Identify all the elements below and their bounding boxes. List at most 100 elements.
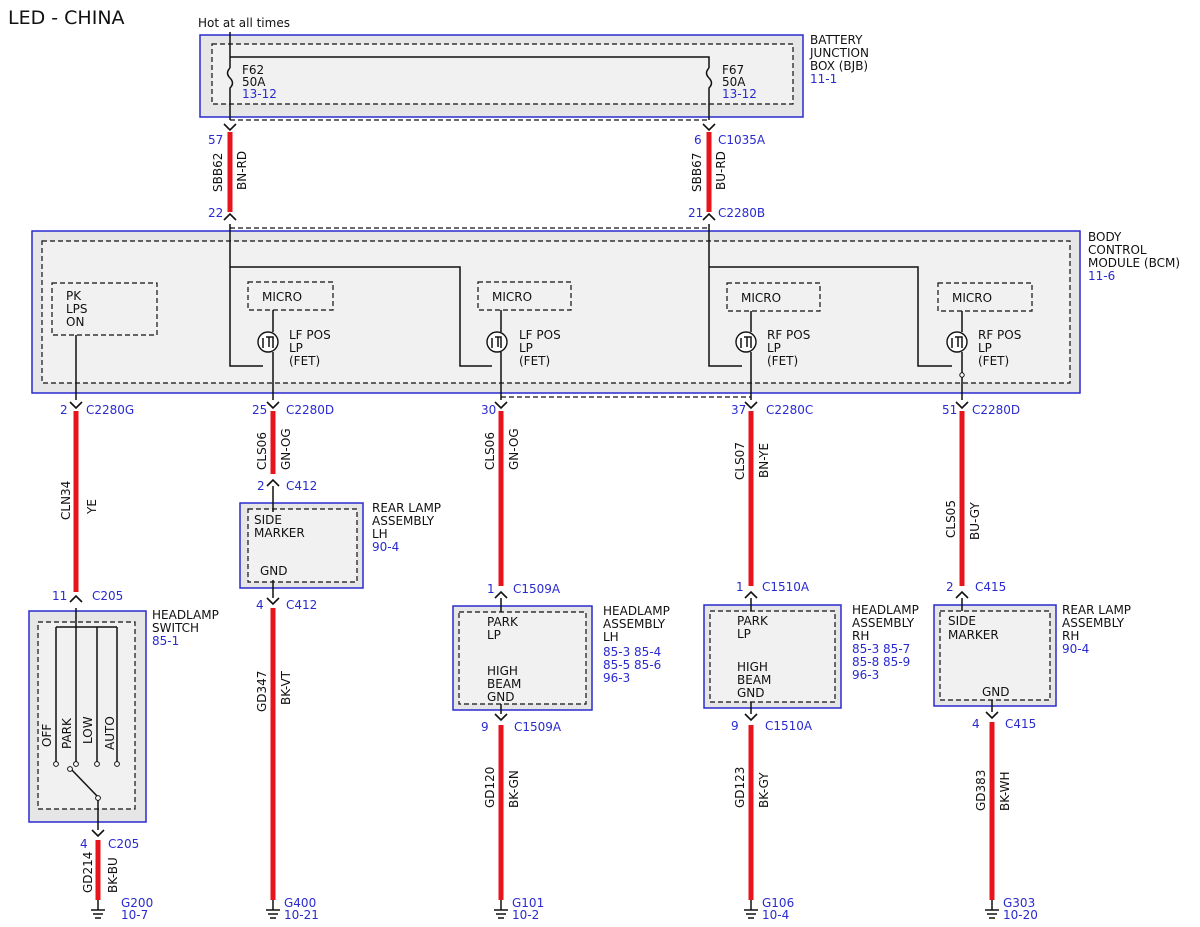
fet-rf-1-label-2: LP: [767, 341, 781, 355]
switch-contacts: [55, 608, 118, 762]
gnd2-color: BK-VT: [279, 670, 293, 705]
fuse-f62-rating: 50A: [242, 75, 266, 89]
micro-block-3: [726, 282, 821, 312]
bcm-label-1: BODY: [1088, 230, 1122, 244]
fet-rf-2-label-3: (FET): [978, 354, 1009, 368]
gnd4-pin: 9: [731, 719, 739, 733]
bjb-label-3: BOX (BJB): [810, 59, 868, 73]
head-lh-ground-connector-icon: [494, 713, 508, 722]
switch-label-2: SWITCH: [152, 621, 199, 635]
rear-lh-inner-2: MARKER: [254, 526, 305, 540]
out4-end-pin: 1: [736, 580, 744, 594]
gnd5-color: BK-WH: [998, 771, 1012, 811]
head-rh-label-2: ASSEMBLY: [852, 616, 915, 630]
headlamp-assembly-lh: HEADLAMP ASSEMBLY LH 85-3 85-4 85-5 85-6…: [452, 604, 670, 711]
gnd3-ref: 10-2: [512, 908, 539, 922]
gnd1-color: BK-BU: [106, 857, 120, 893]
gnd2-ref: 10-21: [284, 908, 319, 922]
head-lh-inner-1: PARK: [487, 615, 519, 629]
ground-symbol-icon: [985, 900, 999, 919]
rear-lamp-assembly-rh: REAR LAMP ASSEMBLY RH 90-4 SIDE MARKER G…: [933, 603, 1131, 707]
out4-end-connector-icon: [744, 590, 758, 599]
head-lh-inner-2: LP: [487, 628, 501, 642]
head-lh-ref-1: 85-3 85-4: [603, 645, 661, 659]
out3-end-conn: C1509A: [513, 582, 561, 596]
feed2-conn-bottom: C2280B: [718, 206, 765, 220]
c-feed1-top-icon: [223, 123, 237, 132]
head-rh-inner-4: BEAM: [737, 673, 771, 687]
out2-color: GN-OG: [279, 428, 293, 470]
head-rh-ref-3: 96-3: [852, 668, 879, 682]
micro-to-fet-wiring: [272, 310, 963, 332]
rear-rh-gnd: GND: [982, 685, 1010, 699]
battery-junction-box: BATTERY JUNCTION BOX (BJB) 11-1 F62 50A …: [199, 33, 869, 118]
bcm-ref: 11-6: [1088, 269, 1115, 283]
fet-rf-1-icon: [735, 331, 757, 353]
ground-symbol-icon: [744, 900, 758, 919]
switch-pos-off: OFF: [40, 724, 54, 747]
c-feed2-top-icon: [702, 123, 716, 132]
rear-lamp-assembly-lh: REAR LAMP ASSEMBLY LH 90-4 SIDE MARKER G…: [239, 501, 441, 589]
out3-color: GN-OG: [507, 428, 521, 470]
gnd1-circuit: GD214: [81, 852, 95, 893]
feed2-color: BU-RD: [714, 151, 728, 190]
bjb-label-2: JUNCTION: [809, 46, 869, 60]
head-rh-inner-5: GND: [737, 686, 765, 700]
fet-rf-2-label-1: RF POS: [978, 328, 1021, 342]
rear-lh-label-1: REAR LAMP: [372, 501, 441, 515]
out5-color: BU-GY: [968, 502, 982, 540]
feed2-conn-top: C1035A: [718, 133, 766, 147]
rear-lh-gnd: GND: [260, 564, 288, 578]
gnd1-ref: 10-7: [121, 908, 148, 922]
gnd4-color: BK-GY: [757, 772, 771, 808]
head-lh-ref-2: 85-5 85-6: [603, 658, 661, 672]
switch-blade: [69, 767, 99, 798]
out3-end-connector-icon: [494, 590, 508, 599]
out4-end-conn: C1510A: [762, 580, 810, 594]
out5-end-pin: 2: [946, 580, 954, 594]
out3-connector-icon: [494, 401, 508, 410]
head-lh-inner-4: BEAM: [487, 677, 521, 691]
head-rh-ground-connector-icon: [744, 713, 758, 722]
gnd2-circuit: GD347: [255, 671, 269, 712]
micro-label-4: MICRO: [952, 291, 992, 305]
feed1-color: BN-RD: [235, 151, 249, 190]
gnd5-ref: 10-20: [1003, 908, 1038, 922]
gnd1-ground: G200: [121, 896, 153, 910]
switch-pos-auto: AUTO: [103, 716, 117, 750]
fet-lf-1-label-2: LP: [289, 341, 303, 355]
rear-lh-ground-connector-icon: [266, 597, 280, 606]
out2-end-connector-icon: [266, 478, 280, 487]
rear-rh-label-1: REAR LAMP: [1062, 603, 1131, 617]
rear-rh-label-3: RH: [1062, 629, 1079, 643]
page-title: LED - CHINA: [8, 7, 125, 29]
out5-connector-icon: [955, 401, 969, 410]
head-lh-inner-5: GND: [487, 690, 515, 704]
gnd3-color: BK-GN: [507, 770, 521, 808]
pk-lps-on-block: [51, 282, 158, 336]
bcm-label-2: CONTROL: [1088, 243, 1147, 257]
head-rh-inner-2: LP: [737, 627, 751, 641]
micro-block-4: [937, 282, 1033, 312]
fet-rf-1-label-1: RF POS: [767, 328, 810, 342]
head-lh-inner-3: HIGH: [487, 664, 518, 678]
out1-end-connector-icon: [69, 594, 83, 603]
fuse-f62-ref: 13-12: [242, 87, 277, 101]
ground-symbol-icon: [91, 900, 105, 919]
head-rh-ref-2: 85-8 85-9: [852, 655, 910, 669]
ground-symbol-icon: [266, 900, 280, 919]
out4-circuit: CLS07: [733, 442, 747, 480]
feed2-circuit: SBB67: [690, 153, 704, 192]
headlamp-switch: HEADLAMP SWITCH 85-1 OFF PARK LOW AUTO: [28, 608, 219, 830]
out4-conn: C2280C: [766, 403, 813, 417]
out1-circuit: CLN34: [59, 481, 73, 520]
head-lh-label-3: LH: [603, 630, 619, 644]
gnd5-circuit: GD383: [974, 770, 988, 811]
micro-block-1: [247, 281, 334, 311]
feed1-circuit: SBB62: [211, 153, 225, 192]
rear-lh-ref: 90-4: [372, 540, 399, 554]
gnd5-pin: 4: [972, 717, 980, 731]
pk-label-1: PK: [66, 289, 82, 303]
gnd2-ground: G400: [284, 896, 316, 910]
out1-end-conn: C205: [92, 589, 123, 603]
